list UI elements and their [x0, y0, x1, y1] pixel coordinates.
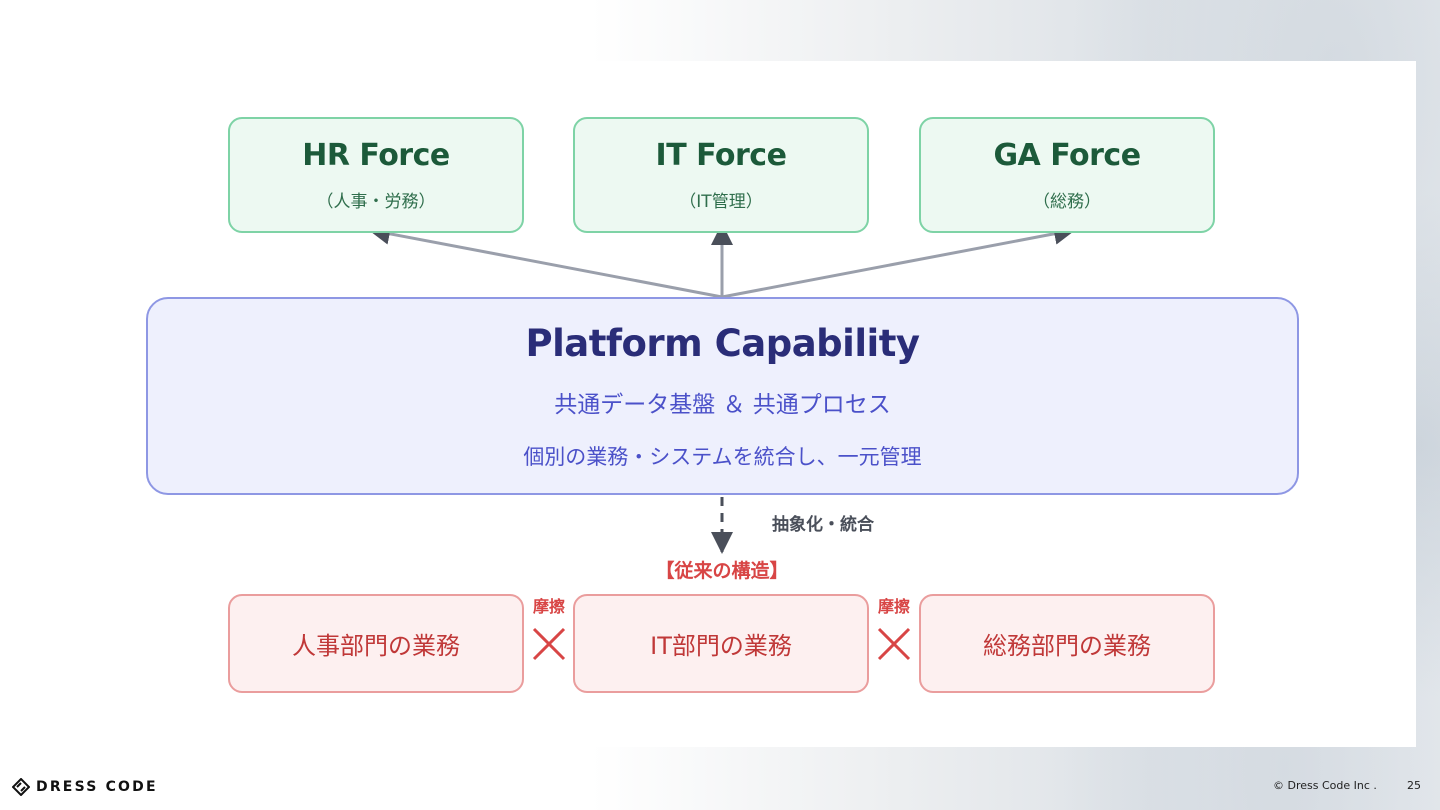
hr-force-subtitle: （人事・労務） [316, 192, 436, 212]
abstraction-label: 抽象化・統合 [772, 515, 874, 535]
it-force-subtitle: （IT管理） [679, 192, 763, 212]
ga-dept-label: 総務部門の業務 [983, 632, 1151, 660]
ga-dept-box: 総務部門の業務 [919, 594, 1215, 693]
friction-cross-icon-1 [532, 627, 566, 661]
platform-capability-box: Platform Capability 共通データ基盤 ＆ 共通プロセス 個別の… [146, 297, 1299, 495]
dress-code-logo: DRESS CODE [12, 777, 158, 797]
ga-force-title: GA Force [993, 138, 1141, 173]
arrow-to-hr-force [368, 222, 723, 299]
hr-force-title: HR Force [302, 138, 450, 173]
it-force-title: IT Force [655, 138, 787, 173]
friction-cross-icon-2 [877, 627, 911, 661]
hr-dept-box: 人事部門の業務 [228, 594, 524, 693]
it-force-box: IT Force （IT管理） [573, 117, 869, 233]
copyright-text: © Dress Code Inc . [1273, 779, 1377, 792]
platform-line-1: 共通データ基盤 ＆ 共通プロセス [554, 391, 891, 418]
ga-force-box: GA Force （総務） [919, 117, 1215, 233]
ga-force-subtitle: （総務） [1033, 192, 1101, 212]
logo-wordmark: DRESS CODE [36, 779, 158, 795]
it-dept-label: IT部門の業務 [650, 632, 792, 660]
friction-label-2: 摩擦 [877, 597, 910, 616]
it-dept-box: IT部門の業務 [573, 594, 869, 693]
legacy-structure-heading: 【従来の構造】 [655, 560, 789, 582]
hr-dept-label: 人事部門の業務 [292, 632, 460, 660]
platform-line-2: 個別の業務・システムを統合し、一元管理 [523, 444, 922, 469]
friction-label-1: 摩擦 [532, 597, 565, 616]
arrow-to-ga-force [721, 222, 1076, 299]
page-number: 25 [1407, 779, 1421, 792]
dress-code-logo-icon [12, 778, 30, 796]
platform-title: Platform Capability [525, 321, 920, 365]
hr-force-box: HR Force （人事・労務） [228, 117, 524, 233]
